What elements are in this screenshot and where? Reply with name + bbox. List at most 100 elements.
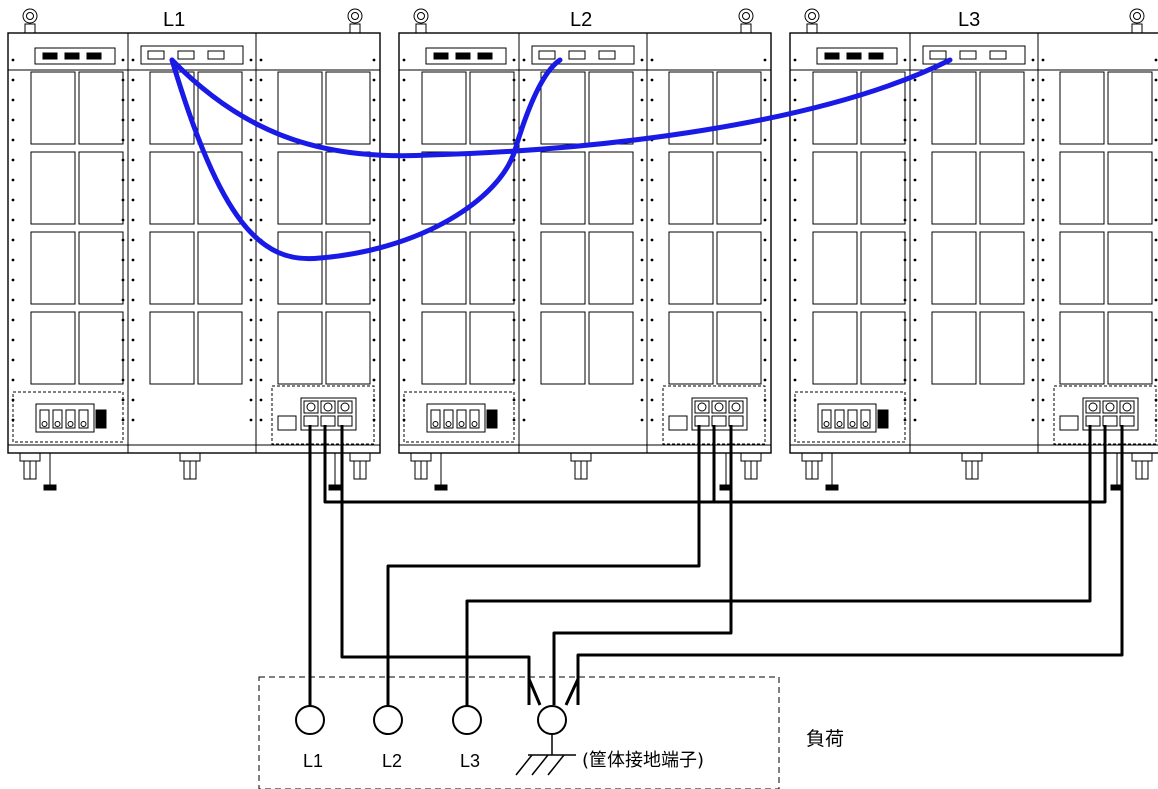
mount-hole xyxy=(1031,418,1035,422)
mount-hole xyxy=(1031,98,1035,102)
output-terminal-1 xyxy=(303,400,319,414)
mount-hole xyxy=(793,358,797,362)
mount-hole xyxy=(1031,198,1035,202)
top-panel-left xyxy=(816,47,898,65)
mount-hole xyxy=(131,178,135,182)
vent-panel-c1-r0-1 xyxy=(588,71,634,145)
ground-hatch-1-icon xyxy=(515,754,533,776)
mount-hole xyxy=(512,58,516,62)
mount-hole xyxy=(1154,138,1158,142)
vent-panel-c0-r2-1 xyxy=(78,231,124,305)
mount-hole xyxy=(259,158,263,162)
mount-hole xyxy=(640,78,644,82)
mount-hole xyxy=(913,398,917,402)
mount-hole xyxy=(913,78,917,82)
load-title: 負荷 xyxy=(806,728,845,750)
vent-panel-c2-r1-1 xyxy=(325,151,371,225)
vent-panel-c1-r3-1 xyxy=(979,311,1025,385)
vent-panel-c2-r2-1 xyxy=(1107,231,1153,305)
mount-hole xyxy=(1154,58,1158,62)
ground-hatch-3-icon xyxy=(547,754,565,776)
output-terminal-panel xyxy=(271,385,375,445)
mount-hole xyxy=(249,98,253,102)
top-panel-center xyxy=(140,45,244,65)
terminal-lug-1 xyxy=(694,415,710,427)
vent-panel-c2-r3-1 xyxy=(716,311,762,385)
mount-hole xyxy=(640,358,644,362)
vent-panel-c1-r0-1 xyxy=(979,71,1025,145)
vent-panel-c0-r3-1 xyxy=(469,311,515,385)
vent-panel-c2-r2-0 xyxy=(668,231,714,305)
top-panel-center xyxy=(922,45,1026,65)
vent-panel-c0-r3-1 xyxy=(78,311,124,385)
socket-1-icon xyxy=(929,50,947,60)
mount-hole xyxy=(650,418,654,422)
mount-hole xyxy=(640,98,644,102)
vent-panel-c0-r2-0 xyxy=(812,231,858,305)
mount-hole xyxy=(402,58,406,62)
mount-hole xyxy=(763,358,767,362)
vent-panel-c0-r2-1 xyxy=(469,231,515,305)
mount-hole xyxy=(249,158,253,162)
mount-hole xyxy=(131,218,135,222)
mount-hole xyxy=(121,178,125,182)
vent-panel-c0-r2-1 xyxy=(860,231,906,305)
mount-hole xyxy=(372,218,376,222)
vent-panel-c1-r0-0 xyxy=(149,71,195,145)
mount-hole xyxy=(249,338,253,342)
top-panel-center xyxy=(531,45,635,65)
cable-l3-to-load xyxy=(465,425,1092,711)
mount-hole xyxy=(1031,378,1035,382)
vent-panel-c1-r3-0 xyxy=(931,311,977,385)
breaker-pole-3 xyxy=(456,409,467,429)
socket-1-icon xyxy=(538,50,556,60)
vent-panel-c2-r1-0 xyxy=(668,151,714,225)
ground-hatch-2-icon xyxy=(531,754,549,776)
breaker-block xyxy=(817,403,877,433)
breaker-block xyxy=(426,403,486,433)
mount-hole xyxy=(402,278,406,282)
mount-hole xyxy=(249,398,253,402)
mount-hole xyxy=(1154,238,1158,242)
socket-3-icon xyxy=(989,50,1007,60)
mount-hole xyxy=(372,78,376,82)
mount-hole xyxy=(11,358,15,362)
mount-hole xyxy=(249,258,253,262)
signal-cables xyxy=(169,57,953,262)
socket-3-icon xyxy=(598,50,616,60)
mount-hole xyxy=(11,378,15,382)
leveling-foot-1-icon xyxy=(825,484,839,491)
vent-panel-c2-r0-1 xyxy=(325,71,371,145)
lifting-eye-base-right xyxy=(349,23,361,34)
vent-panel-c1-r1-1 xyxy=(979,151,1025,225)
mount-hole xyxy=(640,158,644,162)
connector-1-icon xyxy=(433,52,449,60)
mount-hole xyxy=(1041,338,1045,342)
mount-hole xyxy=(259,78,263,82)
mount-hole xyxy=(640,118,644,122)
load-boundary xyxy=(258,676,780,789)
connector-2-icon xyxy=(846,52,862,60)
mount-hole xyxy=(793,258,797,262)
socket-2-icon xyxy=(959,50,977,60)
mount-hole xyxy=(640,58,644,62)
socket-2-icon xyxy=(177,50,195,60)
mount-hole xyxy=(259,118,263,122)
lifting-eye-left-icon xyxy=(413,8,429,24)
mount-hole xyxy=(650,238,654,242)
mount-hole xyxy=(913,378,917,382)
lower-left-panel xyxy=(794,391,906,443)
cable-u1-neutral-link-a xyxy=(323,425,714,504)
signal-cable-u1-u3 xyxy=(169,57,953,159)
vent-panel-c1-r1-0 xyxy=(149,151,195,225)
vent-panel-c1-r1-0 xyxy=(931,151,977,225)
breaker-screw-2-icon xyxy=(54,421,61,427)
mount-hole xyxy=(402,318,406,322)
mount-hole xyxy=(121,198,125,202)
mount-hole xyxy=(372,118,376,122)
vent-panel-c2-r2-0 xyxy=(1059,231,1105,305)
cable-l2-to-load xyxy=(386,425,701,711)
vent-panel-c1-r2-1 xyxy=(588,231,634,305)
vent-panel-c1-r3-0 xyxy=(149,311,195,385)
mount-hole xyxy=(259,138,263,142)
